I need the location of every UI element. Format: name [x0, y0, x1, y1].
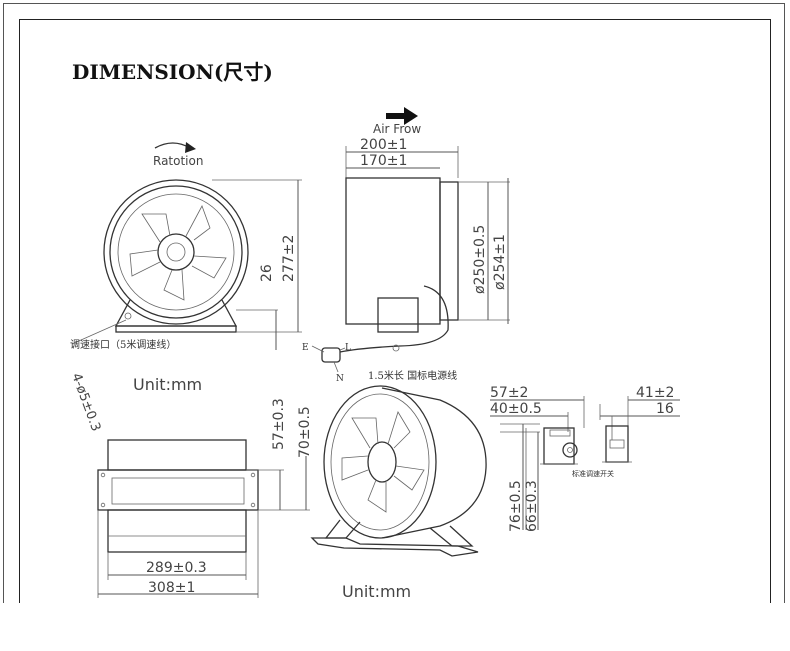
speed-port-leader — [71, 319, 127, 345]
unit-label-iso: Unit:mm — [342, 582, 411, 601]
dim-254: ø254±1 — [492, 234, 508, 290]
iso-stand-left — [324, 519, 361, 539]
cable-clip — [392, 344, 400, 352]
terminal-box — [377, 297, 419, 333]
switch-view: 57±2 40±0.5 标准调速开关 76±0.5 66±0.3 41±2 16 — [490, 385, 680, 532]
iso-view: Unit:mm — [310, 385, 487, 601]
switch-label-plate — [549, 429, 571, 437]
plug-label-n: N — [336, 374, 344, 384]
plug-pin-l — [339, 347, 346, 351]
iso-base — [310, 537, 479, 557]
mount-hole-4 — [250, 502, 256, 508]
plug-label-e: E — [302, 343, 309, 353]
iso-body-outline — [381, 387, 487, 539]
dim-308: 308±1 — [148, 580, 195, 596]
iso-hub — [367, 441, 397, 483]
rotation-label: Ratotion — [153, 154, 203, 168]
fan-hub-core — [166, 242, 186, 262]
dim-170: 170±1 — [360, 153, 407, 169]
dim-277: 277±2 — [281, 235, 297, 282]
bottom-view: Unit:mm 4-ø5±0.3 57±0.3 70±0.5 289±0.3 — [68, 371, 313, 598]
iso-inner-ring — [330, 393, 430, 531]
air-flow-arrow-icon — [386, 113, 408, 119]
front-base — [115, 325, 237, 333]
plug-pin-e — [311, 345, 325, 353]
mount-plate-inner — [111, 477, 245, 505]
speed-port-label: 调速接口（5米调速线） — [70, 338, 176, 351]
switch-label: 标准调速开关 — [572, 469, 614, 478]
front-view: Ratotion 调速接口（5米调速线） 26 — [70, 142, 302, 351]
iso-front-ring — [323, 385, 437, 539]
switch-knob-icon — [562, 442, 578, 458]
fan-blades — [129, 205, 227, 301]
dim-26: 26 — [259, 264, 275, 282]
dim-57-switch: 57±2 — [490, 385, 528, 401]
switch-side-knob — [609, 439, 625, 449]
plug-pin-n — [333, 361, 339, 373]
side-view: Air Frow 200±1 170±1 ø250±0.5 ø254±1 E L — [302, 107, 510, 384]
power-plug-icon — [321, 347, 341, 363]
dim-57-bottom: 57±0.3 — [271, 398, 287, 450]
dim-40-switch: 40±0.5 — [490, 401, 542, 417]
rotation-arrow-icon — [154, 142, 191, 149]
switch-knob-center — [567, 447, 573, 453]
plug-label-l: L — [345, 343, 351, 353]
holes-label: 4-ø5±0.3 — [68, 371, 103, 433]
fan-outer-ring — [103, 179, 249, 325]
outer-frame — [3, 3, 785, 603]
dim-200: 200±1 — [360, 137, 407, 153]
fan-body-side — [345, 177, 441, 325]
dim-16: 16 — [656, 401, 674, 417]
mount-hole-3 — [100, 502, 106, 508]
dim-289: 289±0.3 — [146, 560, 207, 576]
fan-hub — [157, 233, 195, 271]
cable-label: 1.5米长 国标电源线 — [368, 369, 457, 382]
rotation-arrowhead-icon — [185, 142, 196, 153]
dim-250: ø250±0.5 — [472, 225, 488, 294]
dim-70-bottom: 70±0.5 — [297, 406, 313, 458]
speed-port-icon — [124, 312, 132, 320]
page-title: DIMENSION(尺寸) — [72, 60, 273, 84]
dim-76: 76±0.5 — [508, 480, 524, 532]
mount-hole-2 — [250, 472, 256, 478]
front-stand — [114, 299, 238, 327]
dim-66: 66±0.3 — [524, 480, 540, 532]
iso-blades — [341, 411, 425, 513]
switch-side — [605, 425, 629, 463]
motor-top — [107, 439, 247, 471]
air-flow-arrowhead-icon — [404, 107, 418, 125]
inner-frame — [19, 19, 771, 603]
power-cable — [339, 285, 449, 353]
switch-box — [543, 427, 575, 465]
fan-body-bottom — [107, 509, 247, 553]
unit-label-bottom: Unit:mm — [133, 375, 202, 394]
iso-stand-right — [429, 525, 474, 547]
air-flow-label: Air Frow — [373, 122, 421, 136]
fan-inner-ring — [117, 193, 235, 311]
fan-housing-ring — [109, 185, 243, 319]
mount-hole-1 — [100, 472, 106, 478]
fan-flange-side — [439, 181, 459, 321]
dim-41: 41±2 — [636, 385, 674, 401]
